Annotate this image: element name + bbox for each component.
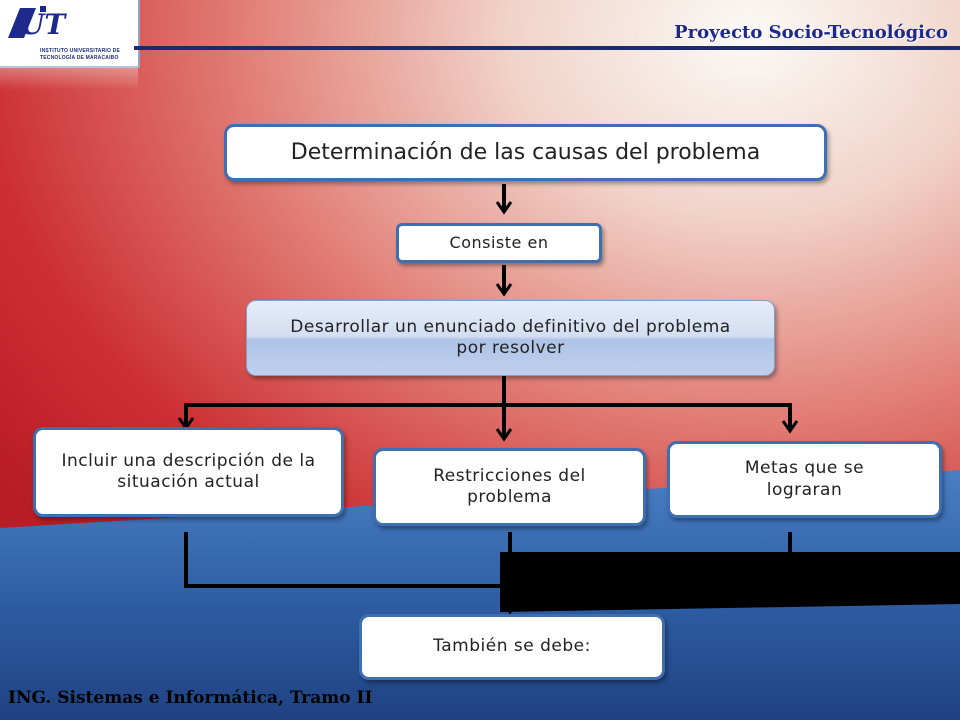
connector-label: Consiste en [449,233,549,252]
footer-label: ING. Sistemas e Informática, Tramo II [8,688,373,708]
iut-logo-icon: UT [8,6,67,41]
header-title: Proyecto Socio-Tecnológico [674,22,948,43]
logo-reflection [0,66,138,90]
logo-line-1: INSTITUTO UNIVERSITARIO DE [40,48,121,54]
arrowhead-right [781,420,799,434]
branch-box-goals: Metas que se lograran [667,441,942,518]
institution-logo: UT INSTITUTO UNIVERSITARIO DE TECNOLOGÍA… [0,0,140,68]
arrowhead-bottom [502,603,518,615]
branch-box-description: Incluir una descripción de la situación … [33,427,344,517]
branch-box-restrictions: Restricciones del problema [373,448,646,526]
diagram-title: Determinación de las causas del problema [290,139,761,165]
diagram-title-box: Determinación de las causas del problema [224,124,827,181]
definition-text: Desarrollar un enunciado definitivo del … [290,316,731,358]
branch-text-restrictions: Restricciones del problema [433,465,586,507]
branch-text-description: Incluir una descripción de la situación … [61,450,316,492]
branch-text-goals: Metas que se lograran [744,458,865,500]
svg-text:UT: UT [20,8,67,41]
logo-line-2: TECNOLOGÍA DE MARACAIBO [40,55,119,61]
connector-box: Consiste en [396,223,602,263]
arrowhead-1 [495,201,513,215]
conclusion-text: También se debe: [433,636,591,657]
definition-box: Desarrollar un enunciado definitivo del … [246,300,775,376]
arrowhead-center [495,428,513,442]
header-rule [134,46,960,50]
arrowhead-2 [495,283,513,297]
conclusion-box: También se debe: [359,614,665,680]
